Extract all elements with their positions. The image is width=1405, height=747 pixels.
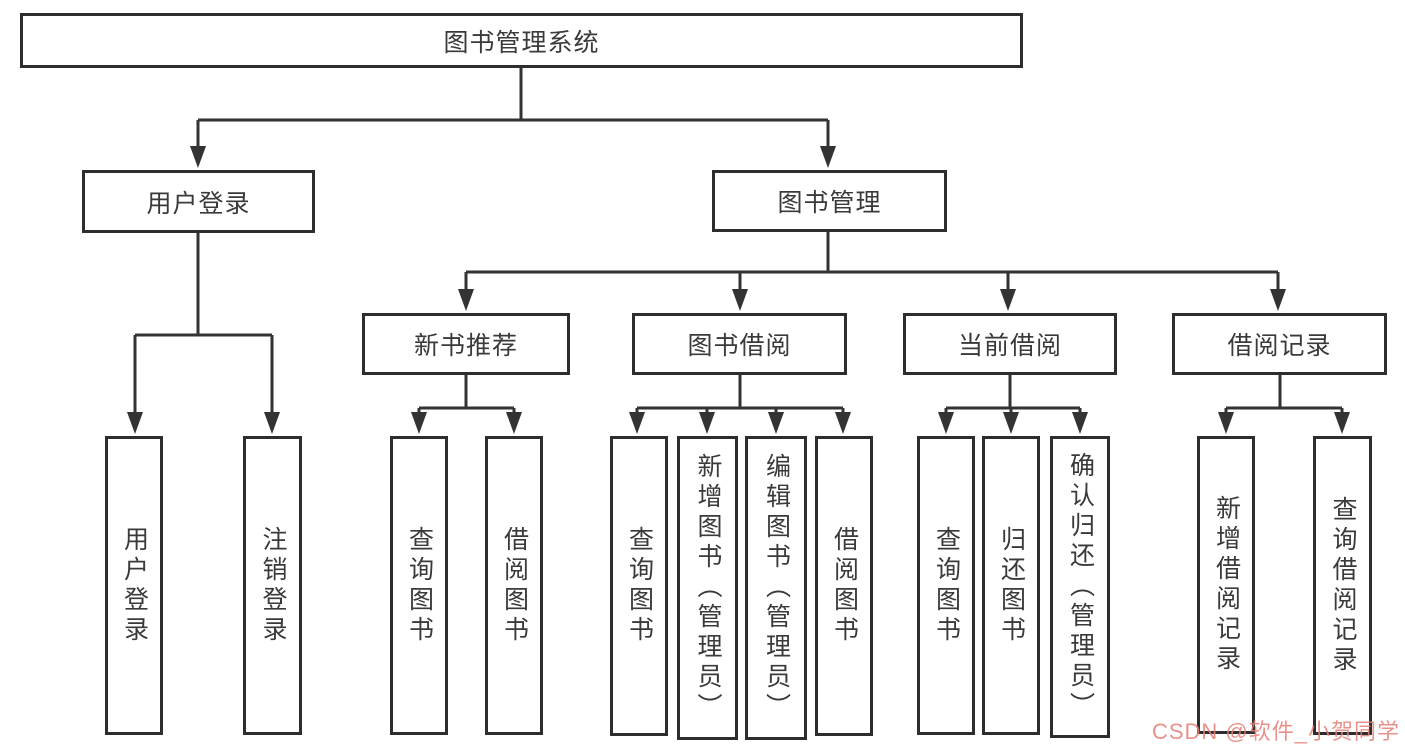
leaf-borrow-borrow-books: 借阅图书 [815, 436, 873, 736]
leaf-records-query-record: 查询借阅记录 [1313, 436, 1372, 735]
node-borrow-records: 借阅记录 [1172, 313, 1387, 375]
node-library-system: 图书管理系统 [20, 13, 1023, 68]
leaf-borrow-query-books: 查询图书 [610, 436, 668, 736]
node-book-management: 图书管理 [712, 170, 947, 232]
node-current-borrow: 当前借阅 [903, 313, 1117, 375]
node-new-book-recommend: 新书推荐 [362, 313, 570, 375]
leaf-current-return-books: 归还图书 [982, 436, 1040, 735]
leaf-recommend-borrow-books: 借阅图书 [485, 436, 543, 735]
leaf-records-add-record: 新增借阅记录 [1197, 436, 1255, 734]
node-user-login: 用户登录 [82, 170, 315, 233]
leaf-logout: 注销登录 [243, 436, 302, 735]
leaf-borrow-edit-books-admin: 编辑图书（管理员） [745, 436, 807, 740]
csdn-watermark: CSDN @软件_小贺同学 [1151, 719, 1400, 744]
leaf-recommend-query-books: 查询图书 [390, 436, 448, 735]
leaf-borrow-add-books-admin: 新增图书（管理员） [677, 436, 738, 740]
arrowheads [127, 146, 1350, 434]
leaf-current-query-books: 查询图书 [917, 436, 975, 735]
leaf-current-confirm-return-admin: 确认归还（管理员） [1050, 436, 1110, 738]
leaf-user-login: 用户登录 [105, 436, 163, 735]
node-book-borrow: 图书借阅 [632, 313, 847, 375]
